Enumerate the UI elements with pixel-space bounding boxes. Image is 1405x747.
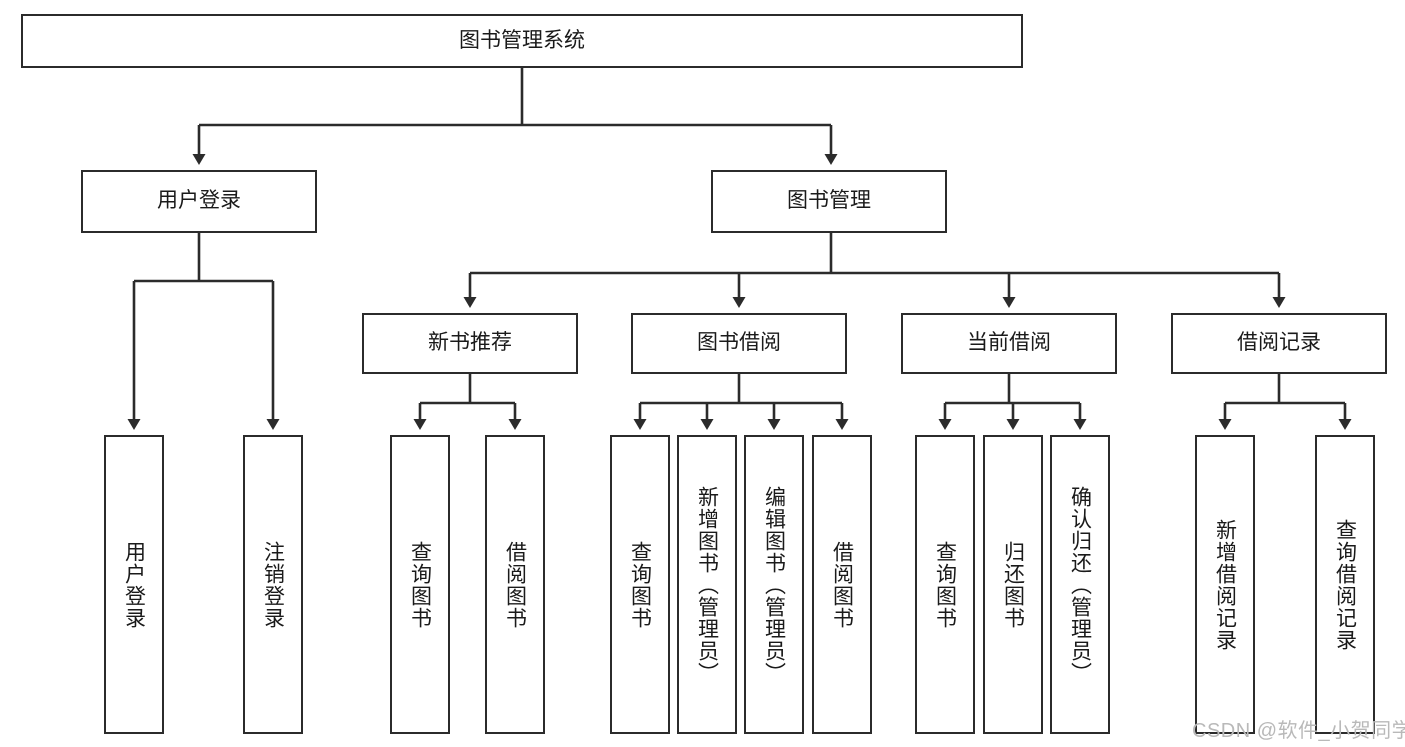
leaf-add-book-admin[interactable]: 新增图书（管理员） — [677, 435, 737, 734]
leaf-borrow-book-recommend[interactable]: 借阅图书 — [485, 435, 545, 734]
node-label: 新书推荐 — [428, 331, 512, 355]
leaf-borrow-book[interactable]: 借阅图书 — [812, 435, 872, 734]
leaf-query-book-current[interactable]: 查询图书 — [915, 435, 975, 734]
node-label: 归还图书 — [1001, 540, 1025, 629]
node-label: 注销登录 — [261, 540, 285, 629]
node-label: 用户登录 — [122, 540, 146, 629]
node-label: 查询借阅记录 — [1333, 518, 1357, 651]
node-label: 用户登录 — [157, 189, 241, 213]
leaf-query-book-borrow[interactable]: 查询图书 — [610, 435, 670, 734]
leaf-add-borrow-record[interactable]: 新增借阅记录 — [1195, 435, 1255, 734]
leaf-logout[interactable]: 注销登录 — [243, 435, 303, 734]
node-label: 借阅记录 — [1237, 331, 1321, 355]
leaf-confirm-return-admin[interactable]: 确认归还（管理员） — [1050, 435, 1110, 734]
node-label: 新增借阅记录 — [1213, 518, 1237, 651]
node-label: 查询图书 — [628, 540, 652, 629]
node-user-login[interactable]: 用户登录 — [81, 170, 317, 233]
node-label: 当前借阅 — [967, 331, 1051, 355]
leaf-query-borrow-record[interactable]: 查询借阅记录 — [1315, 435, 1375, 734]
node-label: 查询图书 — [408, 540, 432, 629]
node-label: 查询图书 — [933, 540, 957, 629]
csdn-watermark: CSDN @软件_小贺同学 — [1192, 720, 1405, 742]
node-label: 借阅图书 — [830, 540, 854, 629]
leaf-query-book-recommend[interactable]: 查询图书 — [390, 435, 450, 734]
leaf-user-login[interactable]: 用户登录 — [104, 435, 164, 734]
node-label: 确认归还（管理员） — [1068, 485, 1092, 684]
node-label: 编辑图书（管理员） — [762, 485, 786, 684]
node-label: 图书借阅 — [697, 331, 781, 355]
node-label: 图书管理 — [787, 189, 871, 213]
leaf-edit-book-admin[interactable]: 编辑图书（管理员） — [744, 435, 804, 734]
node-book-borrow[interactable]: 图书借阅 — [631, 313, 847, 374]
node-book-management[interactable]: 图书管理 — [711, 170, 947, 233]
leaf-return-book[interactable]: 归还图书 — [983, 435, 1043, 734]
node-label: 图书管理系统 — [459, 28, 585, 52]
node-label: 新增图书（管理员） — [695, 485, 719, 684]
node-root-system[interactable]: 图书管理系统 — [21, 14, 1023, 68]
node-current-borrow[interactable]: 当前借阅 — [901, 313, 1117, 374]
node-borrow-record[interactable]: 借阅记录 — [1171, 313, 1387, 374]
node-new-book-recommend[interactable]: 新书推荐 — [362, 313, 578, 374]
node-label: 借阅图书 — [503, 540, 527, 629]
